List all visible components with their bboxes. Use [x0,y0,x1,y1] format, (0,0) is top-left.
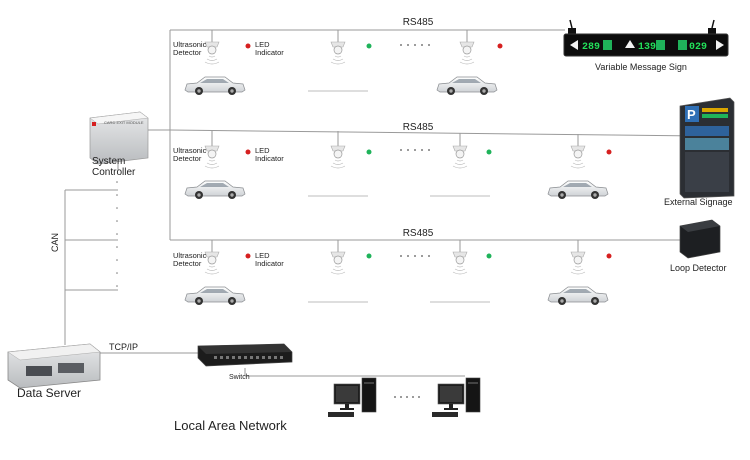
data-server-icon [7,343,101,389]
vms-count-1: 289 [582,42,600,53]
data-server-label: Data Server [17,386,82,400]
system-controller-label-2: Controller [92,167,136,178]
led-indicator-icon [245,43,251,49]
controller-panel-text: CARD EXIT MODULE [104,120,144,125]
rs485-top-label: RS485 [402,17,434,28]
row-3 [184,251,612,306]
external-signage-label: External Signage [664,197,733,207]
variable-message-sign-icon [563,19,729,57]
loop-detector-label: Loop Detector [670,263,727,273]
vms-label: Variable Message Sign [595,62,687,72]
led-indicator-icon [366,43,372,49]
controller-dots [116,181,118,287]
ultrasonic-label-row2: Ultrasonic [173,146,207,155]
tcpip-label: TCP/IP [109,342,139,352]
bus-lines [64,29,701,377]
system-controller-icon [89,111,149,165]
rs485-middle-line [169,129,701,137]
led-indicator-icon [245,253,251,259]
led-label-row1: LED [255,40,270,49]
vms-count-3: 029 [689,42,707,53]
led-indicator-icon [486,253,492,259]
indicator-label-row2: Indicator [255,154,284,163]
external-signage-icon: P [679,97,735,199]
indicator-label-row1: Indicator [255,48,284,57]
network-switch-icon [197,343,293,367]
can-label: CAN [50,232,60,252]
led-label-row3: LED [255,251,270,260]
system-controller-label-1: System [92,156,126,167]
detector-label-row3: Detector [173,259,202,268]
workstation-icon [327,377,377,418]
vms-count-2: 139 [638,42,656,53]
indicator-label-row3: Indicator [255,259,284,268]
ellipsis-dots [394,44,430,398]
led-indicator-icon [245,149,251,155]
switch-label: Switch [229,374,250,381]
led-indicator-icon [497,43,503,49]
led-indicator-icon [366,149,372,155]
workstation-icon [431,377,481,418]
lan-label: Local Area Network [174,418,287,433]
ultrasonic-label-row3: Ultrasonic [173,251,207,260]
rs485-middle-label: RS485 [402,122,434,133]
ultrasonic-label-row1: Ultrasonic [173,40,207,49]
floor-lines [308,90,490,303]
led-label-row2: LED [255,146,270,155]
detector-label-row1: Detector [173,48,202,57]
led-indicator-icon [606,253,612,259]
led-indicator-icon [606,149,612,155]
led-indicator-icon [366,253,372,259]
row-1 [184,41,503,96]
led-indicator-icon [486,149,492,155]
loop-detector-icon [679,219,721,259]
detector-label-row2: Detector [173,154,202,163]
svg-text:P: P [687,107,696,122]
row-2 [184,145,612,200]
rs485-bottom-label: RS485 [402,228,434,239]
